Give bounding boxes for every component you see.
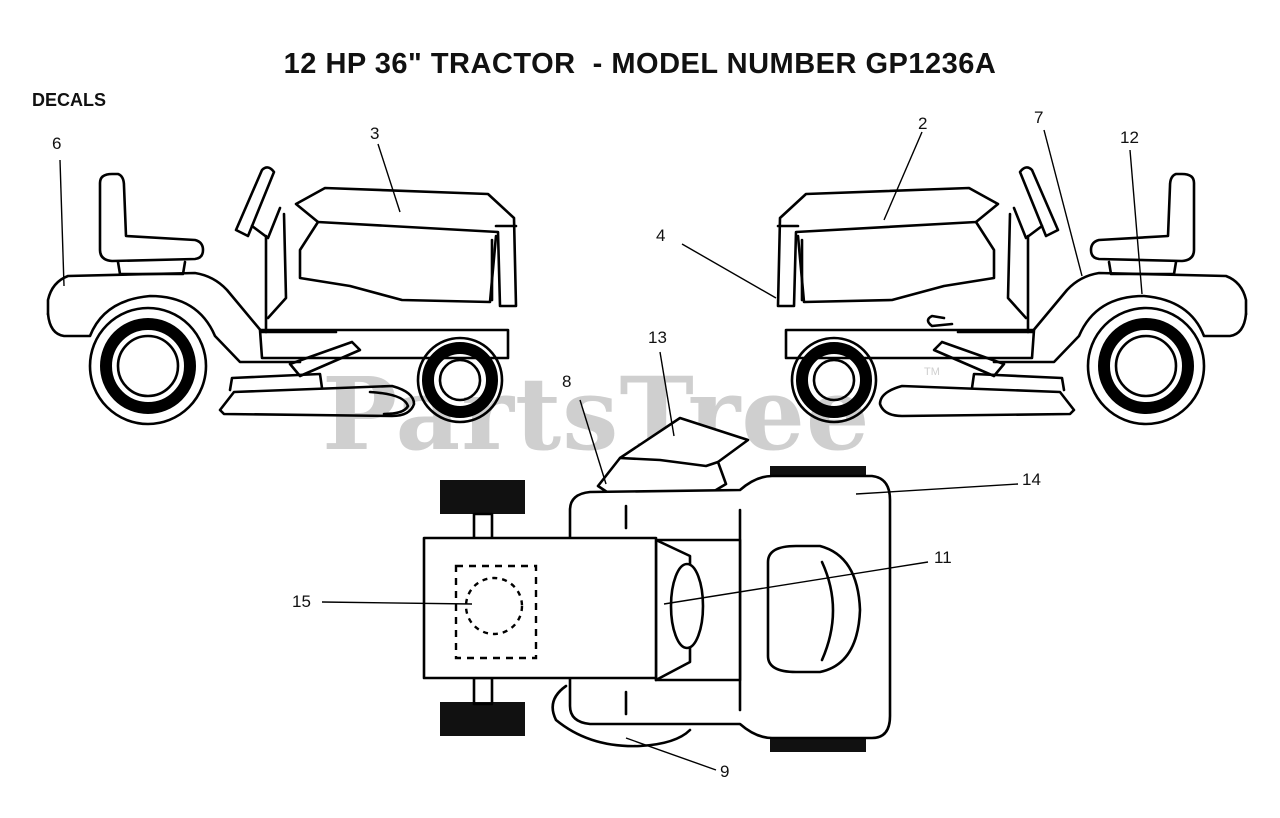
callout-3: 3: [370, 124, 380, 143]
callout-2: 2: [918, 114, 928, 133]
deck-hanger-left: [228, 372, 324, 392]
tractor-top-view: [422, 416, 892, 752]
frame-left: [258, 328, 510, 360]
section-label: DECALS: [32, 90, 107, 110]
dash-left: [264, 212, 288, 334]
callout-15: 15: [292, 592, 311, 611]
callout-7: 7: [1034, 108, 1044, 127]
tractor-right-side-view: [776, 166, 1248, 426]
callout-8: 8: [562, 372, 572, 391]
rear-platform-top: [422, 536, 658, 680]
callout-14: 14: [1022, 470, 1041, 489]
leader-lines: [59, 129, 1143, 771]
steering-wheel-left: [234, 166, 276, 238]
hood-left: [294, 186, 518, 308]
callout-12: 12: [1120, 128, 1139, 147]
seat-left: [98, 172, 205, 263]
deck-chute-left: [368, 390, 410, 416]
rear-fender-left: [46, 271, 338, 334]
callout-9: 9: [720, 762, 730, 781]
rear-tire-top-left: [440, 480, 525, 514]
pedal-left: [288, 340, 362, 378]
page-title: 12 HP 36" TRACTOR - MODEL NUMBER GP1236A: [283, 48, 997, 80]
callout-13: 13: [648, 328, 667, 347]
callout-6: 6: [52, 134, 62, 153]
rear-tire-top-right: [440, 702, 525, 736]
hood-top: [766, 544, 862, 674]
watermark-trademark: TM: [924, 366, 940, 378]
deck-left: [218, 384, 416, 418]
tractor-left-side-view: [46, 166, 518, 426]
steering-column-left: [250, 206, 282, 240]
front-tire-top-right: [770, 738, 866, 752]
callout-11: 11: [934, 548, 952, 567]
fender-lower-left: [46, 294, 302, 364]
steering-top: [669, 562, 705, 650]
front-wheel-left: [416, 336, 504, 424]
hood-side-left: [298, 220, 498, 304]
decal-outline-15: [454, 564, 538, 660]
grille-left: [490, 224, 518, 302]
callout-4: 4: [656, 226, 666, 245]
deck-edge-top: [551, 684, 692, 748]
rear-wheel-left: [88, 306, 208, 426]
